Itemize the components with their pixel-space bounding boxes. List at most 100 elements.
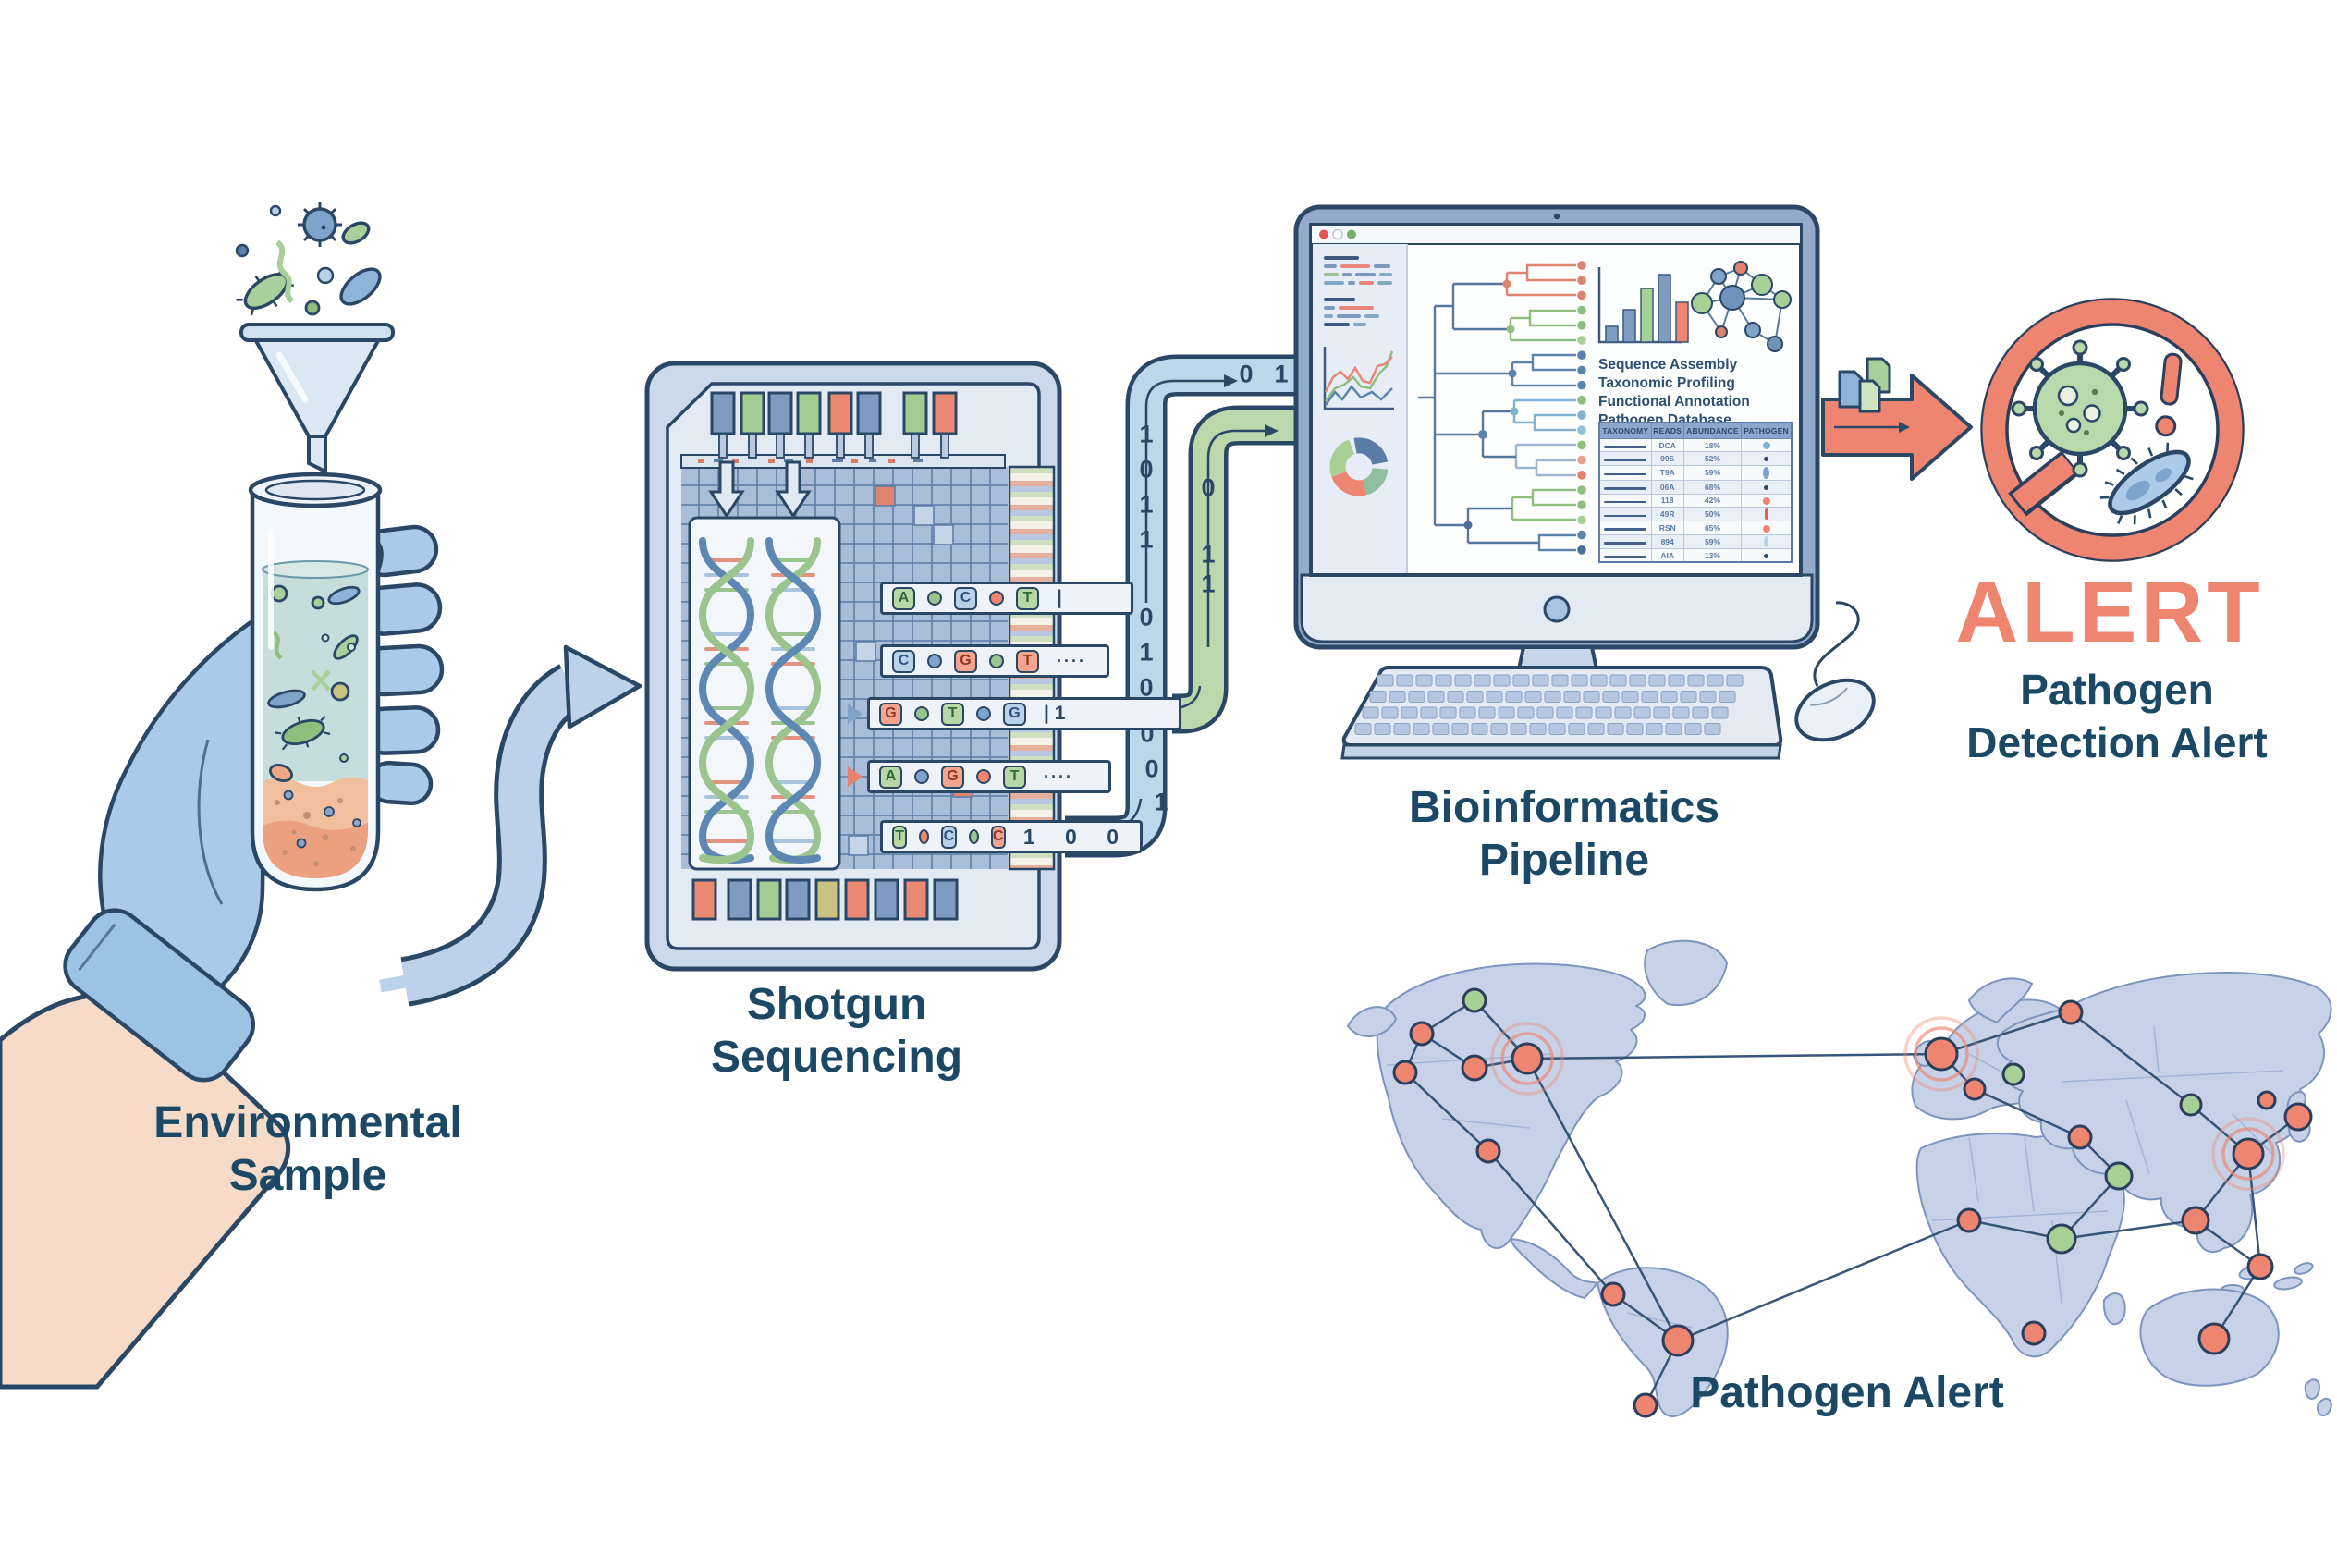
base-dot bbox=[914, 769, 929, 784]
outbreak-ring bbox=[1500, 1032, 1554, 1085]
map-node-alert bbox=[1963, 1077, 1987, 1101]
base-letter: T bbox=[1016, 586, 1039, 610]
map-edge bbox=[1525, 1058, 1680, 1341]
map-node-alert bbox=[2021, 1320, 2047, 1346]
keyboard-key bbox=[1427, 691, 1445, 703]
tree-tip-dot bbox=[1577, 471, 1586, 480]
base-dot bbox=[927, 654, 942, 668]
keyboard-key bbox=[1648, 674, 1666, 687]
pipe-digit: 0 bbox=[1201, 473, 1216, 502]
map-node-green bbox=[1462, 987, 1487, 1013]
keyboard-key bbox=[1466, 691, 1484, 703]
base-letter: T bbox=[892, 825, 908, 849]
outbreak-ring bbox=[1903, 1016, 1979, 1092]
keyboard-key bbox=[1646, 723, 1663, 735]
base-letter: G bbox=[1003, 702, 1026, 726]
keyboard-key bbox=[1626, 723, 1644, 735]
tree-tip-dot bbox=[1577, 276, 1586, 286]
keyboard-key bbox=[1665, 723, 1682, 735]
keyboard-key bbox=[1478, 706, 1496, 719]
base-dot bbox=[989, 654, 1004, 668]
keyboard-key bbox=[1568, 723, 1585, 735]
pipe-digit: 1 bbox=[1139, 420, 1154, 448]
keyboard-key bbox=[1680, 691, 1697, 703]
keyboard-key bbox=[1420, 706, 1438, 719]
keyboard-key bbox=[1493, 674, 1511, 687]
mouse bbox=[1794, 601, 1876, 742]
pipe-digit: 1 bbox=[1139, 490, 1154, 519]
tree-tip-dot bbox=[1577, 515, 1586, 525]
base-letter: C bbox=[892, 649, 915, 673]
test-tube bbox=[248, 472, 383, 892]
outbreak-ring bbox=[2221, 1127, 2275, 1181]
keyboard-key bbox=[1583, 691, 1600, 703]
map-edge bbox=[1940, 1011, 2072, 1056]
base-letter: G bbox=[941, 765, 964, 789]
keyboard-key bbox=[1490, 723, 1508, 735]
map-node-green bbox=[2001, 1062, 2025, 1086]
read-suffix: ···· bbox=[1044, 766, 1073, 786]
keyboard-key bbox=[1510, 723, 1527, 735]
keyboard-key bbox=[1641, 691, 1658, 703]
base-dot bbox=[919, 829, 930, 844]
table-header-cell: READS bbox=[1650, 422, 1684, 439]
map-node-alert bbox=[2283, 1102, 2313, 1132]
map-node-alert bbox=[2058, 999, 2084, 1025]
analysis-step: Taxonomic Profiling bbox=[1598, 375, 1735, 391]
map-edge bbox=[1404, 1072, 1489, 1152]
keyboard-key bbox=[1629, 674, 1646, 687]
base-letter: A bbox=[892, 586, 915, 610]
keyboard-key bbox=[1389, 691, 1406, 703]
outbreak-ring bbox=[1490, 1022, 1564, 1096]
keyboard-key bbox=[1687, 674, 1705, 687]
keyboard-key bbox=[1633, 706, 1651, 719]
keyboard-key bbox=[1377, 674, 1394, 687]
shotgun-sequencing-label-line1: Shotgun bbox=[746, 980, 927, 1029]
keyboard-key bbox=[1374, 723, 1391, 735]
keyboard-key bbox=[1401, 706, 1418, 719]
tree-tip-dot bbox=[1577, 380, 1586, 390]
base-letter: C bbox=[941, 825, 957, 849]
keyboard-key bbox=[1517, 706, 1535, 719]
pipe-digit: 0 bbox=[1139, 673, 1154, 702]
pipe-digit: 0 bbox=[1139, 603, 1154, 631]
keyboard-key bbox=[1381, 706, 1399, 719]
keyboard-key bbox=[1451, 723, 1469, 735]
tree-tip-dot bbox=[1577, 500, 1586, 509]
keyboard-key bbox=[1590, 674, 1608, 687]
map-node-alert bbox=[2257, 1090, 2277, 1110]
table-header-cell: PATHOGEN bbox=[1741, 422, 1793, 439]
sidebar-line-chart bbox=[1323, 347, 1394, 410]
map-edge bbox=[1968, 1219, 2062, 1241]
keyboard-key bbox=[1621, 691, 1639, 703]
gloved-hand bbox=[0, 524, 445, 1390]
microbes-above-funnel bbox=[235, 202, 382, 316]
pathogen-detection-alert-line1: Pathogen bbox=[2020, 666, 2214, 714]
keyboard-key bbox=[1544, 691, 1561, 703]
shotgun-sequencing-label: Shotgun Sequencing bbox=[711, 978, 962, 1084]
read-arrow-icon bbox=[848, 704, 863, 724]
base-dot bbox=[989, 591, 1004, 606]
keyboard-key bbox=[1393, 723, 1411, 735]
pipe-digit: 1 bbox=[1154, 788, 1168, 816]
keyboard-key bbox=[1707, 674, 1724, 687]
funnel bbox=[239, 323, 395, 475]
environmental-sample-label-line1: Environmental bbox=[153, 1098, 462, 1147]
map-node-alert bbox=[1633, 1392, 1658, 1418]
tree-tip-dot bbox=[1577, 305, 1586, 315]
tree-tip-dot bbox=[1577, 290, 1586, 300]
keyboard-key bbox=[1704, 723, 1721, 735]
table-header-cell: ABUNDANCE bbox=[1682, 422, 1743, 439]
keyboard-key bbox=[1692, 706, 1709, 719]
analysis-step: Functional Annotation bbox=[1598, 394, 1750, 410]
pipe-digit: 0 bbox=[1239, 360, 1254, 388]
pathogen-detection-alert-label: Pathogen Detection Alert bbox=[1966, 664, 2267, 769]
analysis-step: Sequence Assembly bbox=[1598, 357, 1738, 373]
